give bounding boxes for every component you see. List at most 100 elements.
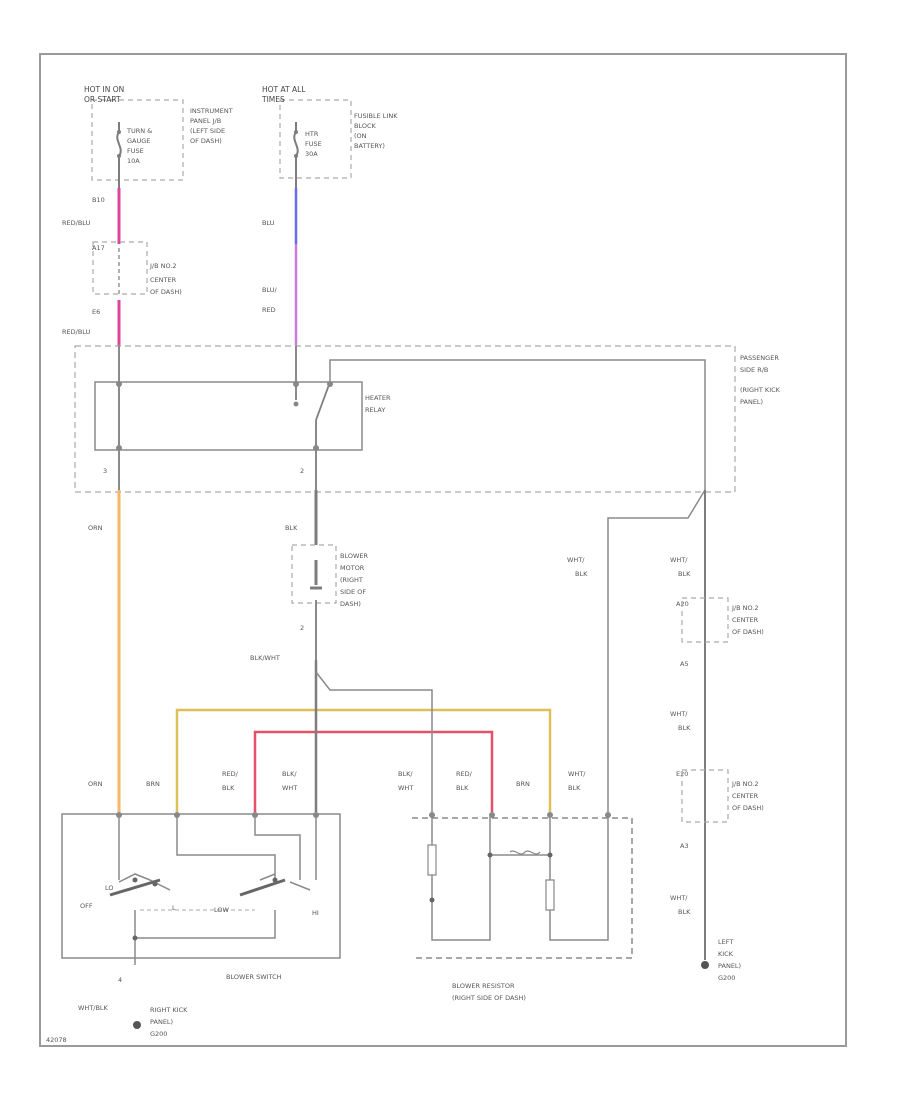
wire-label-wht-blk-2a: WHT/ (670, 556, 688, 564)
wire-label-wht-blk-3a: WHT/ (670, 710, 688, 718)
switch-gnd-wire: WHT/BLK (78, 1004, 109, 1012)
wire-label-red-blu-1: RED/BLU (62, 219, 91, 227)
ground-right-label-4: G200 (718, 974, 735, 982)
motor-label-1: BLOWER (340, 552, 368, 560)
rb-label-1: PASSENGER (740, 354, 779, 362)
ground-right-point (701, 961, 709, 969)
jb2-a-label-1: J/B NO.2 (731, 604, 759, 612)
heater-relay-box (94, 381, 363, 451)
jb2-top-label-3: OF DASH) (150, 288, 182, 296)
ground-left-label-2: PANEL) (150, 1018, 173, 1026)
ground-left-point (133, 1021, 141, 1029)
ground-right-label-2: KICK (718, 950, 734, 958)
ground-right-label-1: LEFT (718, 938, 733, 946)
blower-switch-box (61, 813, 341, 959)
right-fuse-name-1: HTR (305, 130, 319, 138)
blower-resistor-box (412, 817, 633, 959)
resistor-name-1: BLOWER RESISTOR (452, 982, 515, 990)
res-wire-red-blk-1: RED/ (456, 770, 473, 778)
wire-label-wht-blk-3b: BLK (678, 724, 691, 732)
right-fuse-group: HOT AT ALL TIMES HTR FUSE 30A FUSIBLE LI… (261, 85, 398, 188)
pin-a17: A17 (92, 244, 105, 252)
heater-relay-label-1: HEATER (365, 394, 391, 402)
switch-pos-off: OFF (80, 902, 93, 910)
motor-label-4: SIDE OF (340, 588, 366, 596)
jb2-a-label-3: OF DASH) (732, 628, 764, 636)
left-fuse-header-1: HOT IN ON (84, 85, 124, 94)
motor-label-2: MOTOR (340, 564, 365, 572)
left-fuse-name-2: GAUGE (127, 137, 150, 145)
wire-wht-blk-res (607, 489, 706, 812)
resistor-elements (427, 844, 555, 911)
motor-symbol (310, 560, 322, 590)
switch-wire-blk-wht-2: WHT (282, 784, 297, 792)
relay-gnd-wire (329, 359, 706, 490)
switch-wire-orn: ORN (88, 780, 103, 788)
motor-pin-2: 2 (300, 624, 304, 632)
blower-motor-dashed-box (291, 544, 337, 604)
wire-blk-wht-branch (315, 671, 433, 812)
switch-pos-l: L (172, 904, 176, 912)
motor-label-3: (RIGHT (340, 576, 363, 584)
wire-label-blk: BLK (285, 524, 298, 532)
blower-motor-group: BLK BLOWER MOTOR (RIGHT SIDE OF DASH) 2 … (250, 490, 368, 662)
pin-b10: B10 (92, 196, 105, 204)
right-fuse-location-3: (ON (354, 132, 367, 140)
diagram-code: 42078 (46, 1036, 67, 1044)
right-fuse-header-1: HOT AT ALL (262, 85, 306, 94)
jb2-b-dashed-box (681, 769, 729, 823)
left-fuse-name-4: 10A (127, 157, 140, 165)
wire-label-blu-red-2: RED (262, 306, 276, 314)
res-wire-wht-blk-1: WHT/ (568, 770, 586, 778)
switch-wire-red-blk-1: RED/ (222, 770, 239, 778)
pin-e6: E6 (92, 308, 100, 316)
wire-label-orn: ORN (88, 524, 103, 532)
right-fuse-name-2: FUSE (305, 140, 322, 148)
jb2-a-dashed-box (681, 597, 729, 643)
switch-wire-brn: BRN (146, 780, 160, 788)
right-ground-chain: WHT/ BLK WHT/ BLK A20 J/B NO.2 CENTER OF… (567, 490, 764, 982)
left-fuse-location-2: PANEL J/B (190, 117, 221, 125)
relay-pin-3: 3 (103, 467, 107, 475)
switch-internal-wiring (118, 815, 317, 965)
resistor-name-2: (RIGHT SIDE OF DASH) (452, 994, 526, 1002)
jb2-top-label-1: J/B NO.2 (149, 262, 177, 270)
diagram-border (39, 53, 847, 1047)
wire-label-wht-blk-1a: WHT/ (567, 556, 585, 564)
switch-wire-blk-wht-1: BLK/ (282, 770, 297, 778)
wire-label-red-blu-2: RED/BLU (62, 328, 91, 336)
wire-label-wht-blk-4a: WHT/ (670, 894, 688, 902)
ground-left-label-1: RIGHT KICK (150, 1006, 188, 1014)
rb-label-3: (RIGHT KICK (740, 386, 781, 394)
right-fuse-name-3: 30A (305, 150, 318, 158)
res-wire-brn: BRN (516, 780, 530, 788)
passenger-rb-dashed-box (74, 345, 736, 493)
wire-label-wht-blk-4b: BLK (678, 908, 691, 916)
rb-label-2: SIDE R/B (740, 366, 768, 374)
relay-pin-2: 2 (300, 467, 304, 475)
wire-label-blu: BLU (262, 219, 275, 227)
wire-label-wht-blk-2b: BLK (678, 570, 691, 578)
upper-wires: B10 RED/BLU A17 J/B NO.2 CENTER OF DASH)… (62, 188, 298, 346)
relay-contact-wire (295, 346, 331, 490)
motor-label-5: DASH) (340, 600, 361, 608)
wire-label-blk-wht: BLK/WHT (250, 654, 280, 662)
wire-label-blu-red-1: BLU/ (262, 286, 278, 294)
switch-wires (175, 489, 706, 812)
right-fuse-dashed-box (279, 99, 352, 179)
res-wire-red-blk-2: BLK (456, 784, 469, 792)
blower-switch-group: ORN BRN RED/ BLK BLK/ WHT OFF LO LOW L H… (61, 770, 341, 1038)
left-fuse-name-3: FUSE (127, 147, 144, 155)
wire-brn (175, 708, 552, 812)
blower-switch-name: BLOWER SWITCH (226, 973, 282, 981)
left-fuse-location-3: (LEFT SIDE (190, 127, 225, 135)
wire-red-blk (253, 730, 494, 812)
left-fuse-group: HOT IN ON OR START TURN & GAUGE FUSE 10A… (84, 85, 233, 188)
right-fuse-location-2: BLOCK (354, 122, 377, 130)
jb2-top-dashed-box (92, 241, 148, 295)
blower-resistor-group: BLK/ WHT RED/ BLK BRN WHT/ BLK BLOWER RE… (398, 770, 633, 1002)
switch-pos-lo: LO (105, 884, 114, 892)
wire-label-wht-blk-1b: BLK (575, 570, 588, 578)
